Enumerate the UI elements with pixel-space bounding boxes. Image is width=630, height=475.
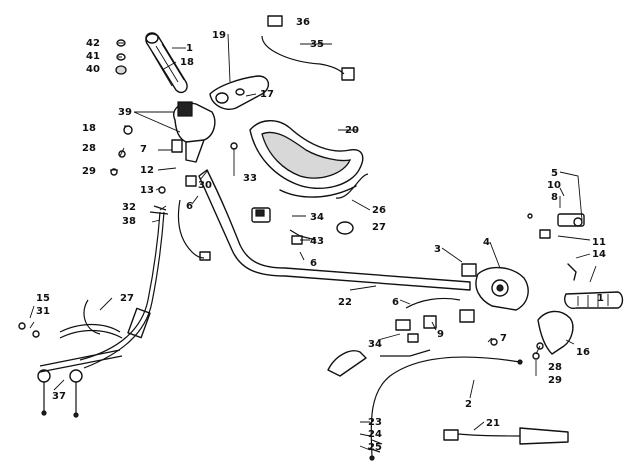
- wire-harness-35: [261, 15, 355, 81]
- callout-7-right: 7: [500, 333, 507, 344]
- callout-22: 22: [338, 297, 352, 308]
- right-control-housing: [475, 267, 529, 311]
- callout-34-lower: 34: [368, 339, 382, 350]
- throttle-switch: [539, 229, 577, 281]
- callout-5: 5: [551, 168, 558, 179]
- right-grip: [564, 291, 624, 309]
- callout-39: 39: [118, 107, 132, 118]
- left-control-housing: [171, 101, 216, 187]
- upper-switch: [251, 207, 317, 245]
- callout-17: 17: [260, 89, 274, 100]
- handlebar-pad: [249, 120, 364, 198]
- callout-31: 31: [36, 306, 50, 317]
- callout-33: 33: [243, 173, 257, 184]
- callout-28-left: 28: [82, 143, 96, 154]
- leader-lines: [29, 33, 597, 451]
- callout-11: 11: [592, 237, 606, 248]
- callout-32: 32: [122, 202, 136, 213]
- callout-15: 15: [36, 293, 50, 304]
- callout-28-right: 28: [548, 362, 562, 373]
- callout-35: 35: [310, 39, 324, 50]
- handlebar: [198, 169, 471, 291]
- callout-37: 37: [52, 391, 66, 402]
- throttle-lever: [209, 75, 269, 110]
- callout-23: 23: [368, 417, 382, 428]
- callout-14: 14: [592, 249, 606, 260]
- callout-13: 13: [140, 185, 154, 196]
- ring-27: [336, 221, 354, 235]
- heater-wire: [443, 427, 569, 445]
- callout-18-upper: 18: [180, 57, 194, 68]
- callout-30: 30: [198, 180, 212, 191]
- callout-27-left: 27: [120, 293, 134, 304]
- callout-25: 25: [368, 442, 382, 453]
- brake-lever: [537, 310, 574, 355]
- callout-4: 4: [483, 237, 490, 248]
- left-grip: [145, 32, 188, 94]
- small-fasteners: [110, 39, 544, 360]
- callout-9: 9: [437, 329, 444, 340]
- callout-16: 16: [576, 347, 590, 358]
- callout-34-upper: 34: [310, 212, 324, 223]
- callout-6-right: 6: [392, 297, 399, 308]
- callout-27-right: 27: [372, 222, 386, 233]
- callout-29-right: 29: [548, 375, 562, 386]
- right-switches: [395, 263, 477, 343]
- callout-19: 19: [212, 30, 226, 41]
- callout-26: 26: [372, 205, 386, 216]
- callout-6-mid: 6: [310, 258, 317, 269]
- callout-18-lower: 18: [82, 123, 96, 134]
- callout-38: 38: [122, 216, 136, 227]
- left-harness: [177, 199, 211, 261]
- callout-36: 36: [296, 17, 310, 28]
- callout-3: 3: [434, 244, 441, 255]
- callout-24: 24: [368, 429, 382, 440]
- callout-2: 2: [465, 399, 472, 410]
- callout-1-left-grip: 1: [186, 43, 193, 54]
- callout-labels: 1 1 2 3 4 5 6 6 6 7 7 8 9 10 11 12 13 14…: [36, 17, 606, 453]
- callout-1-right-grip: 1: [597, 293, 604, 304]
- callout-6-left: 6: [186, 201, 193, 212]
- right-cable: [327, 349, 523, 461]
- callout-21: 21: [486, 418, 500, 429]
- callout-8: 8: [551, 192, 558, 203]
- callout-42: 42: [86, 38, 100, 49]
- callout-40: 40: [86, 64, 100, 75]
- callout-7-left: 7: [140, 144, 147, 155]
- bracket-assembly: [527, 213, 585, 227]
- callout-12: 12: [140, 165, 154, 176]
- callout-29-left: 29: [82, 166, 96, 177]
- callout-10: 10: [547, 180, 561, 191]
- left-cable-assembly: [18, 205, 169, 418]
- wire-26: [335, 173, 369, 199]
- callout-43: 43: [310, 236, 324, 247]
- callout-20: 20: [345, 125, 359, 136]
- callout-41: 41: [86, 51, 100, 62]
